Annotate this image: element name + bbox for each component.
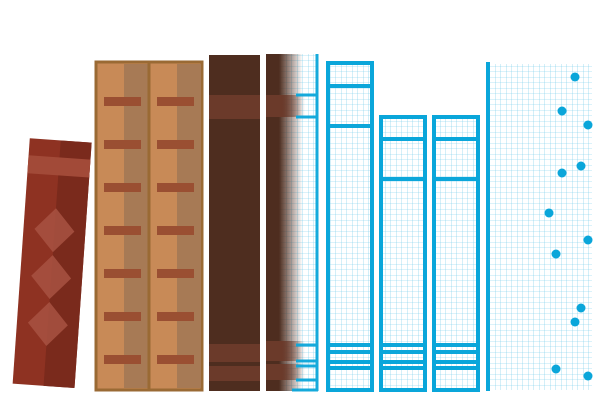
red-leaning-book	[12, 138, 92, 389]
blueprint-book-tall	[326, 61, 374, 392]
blueprint-book-short-right	[432, 115, 480, 392]
dark-brown-book	[209, 55, 260, 391]
tan-book-right	[147, 60, 204, 392]
fading-book	[266, 53, 319, 392]
blueprint-dots	[544, 72, 593, 381]
blueprint-book-short-left	[379, 115, 427, 392]
tan-book-left	[94, 60, 151, 392]
red-book-band	[27, 155, 91, 178]
red-book-diamond	[31, 255, 72, 300]
red-book-diamond	[27, 302, 68, 346]
blueprint-book-wide	[486, 62, 593, 391]
red-book-diamond	[34, 208, 75, 253]
